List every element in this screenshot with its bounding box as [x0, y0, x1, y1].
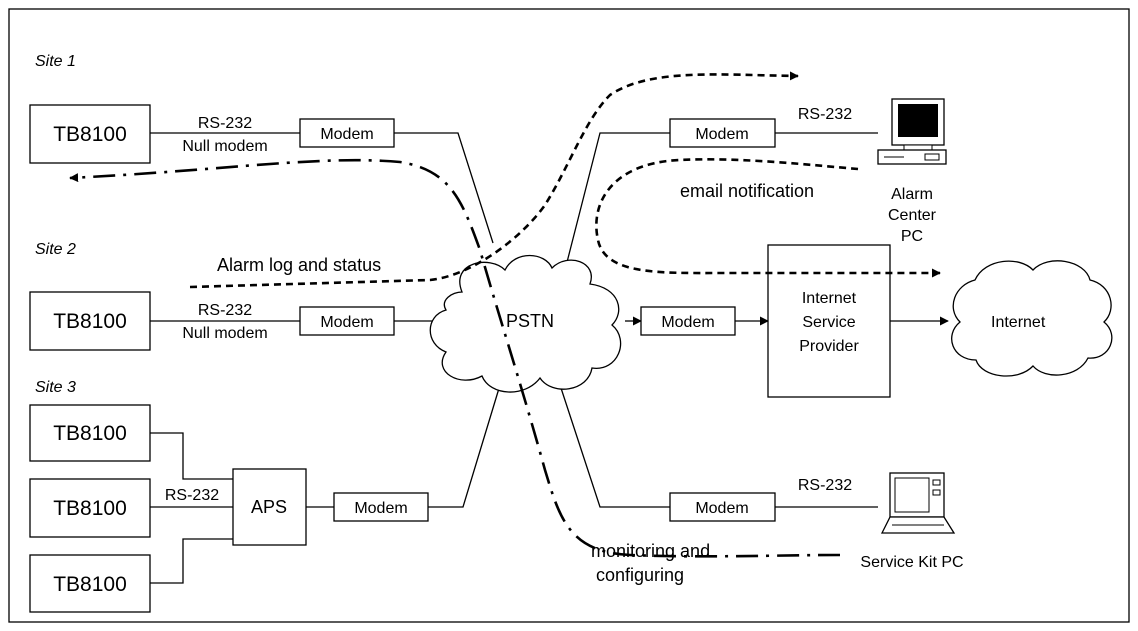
tb8100-label: TB8100: [53, 497, 127, 520]
alarm-log-label: Alarm log and status: [217, 255, 381, 275]
modem-site1: Modem: [299, 118, 395, 148]
service-kit-label: Service Kit PC: [860, 554, 963, 571]
modem-label: Modem: [320, 126, 373, 143]
pstn-cloud: PSTN: [429, 255, 622, 393]
site-1-label: Site 1: [35, 53, 76, 70]
monitoring-label-line1: monitoring and: [591, 541, 710, 561]
modem-label: Modem: [661, 314, 714, 331]
null-modem-label-site1: Null modem: [182, 138, 267, 155]
rs232-label-site2: RS-232: [198, 302, 252, 319]
tb8100-label: TB8100: [53, 123, 127, 146]
rs232-label-service: RS-232: [798, 477, 852, 494]
isp-label-line2: Service: [802, 314, 855, 331]
aps-box: APS: [232, 468, 307, 546]
laptop-computer-icon: [880, 472, 956, 534]
tb8100-label: TB8100: [53, 422, 127, 445]
rs232-label-site1: RS-232: [198, 115, 252, 132]
modem-label: Modem: [695, 500, 748, 517]
email-label: email notification: [680, 181, 814, 201]
alarm-center-label-line1: Alarm: [891, 186, 933, 203]
tb8100-label: TB8100: [53, 573, 127, 596]
modem-label: Modem: [320, 314, 373, 331]
desktop-computer-icon: [877, 98, 947, 165]
modem-site3: Modem: [333, 492, 429, 522]
isp-label-line3: Provider: [799, 338, 859, 355]
tb8100-site3-c: TB8100: [29, 554, 151, 613]
isp-label-line1: Internet: [802, 290, 857, 307]
tb8100-site1: TB8100: [29, 104, 151, 164]
null-modem-label-site2: Null modem: [182, 325, 267, 342]
modem-service-kit: Modem: [669, 492, 776, 522]
email-flow: [595, 158, 941, 278]
isp-box: Internet Service Provider: [767, 244, 891, 398]
modem-site2: Modem: [299, 306, 395, 336]
monitoring-flow: [69, 158, 841, 558]
rs232-label-site3: RS-232: [165, 487, 219, 504]
monitoring-label-line2: configuring: [596, 565, 684, 585]
rs232-label-alarm: RS-232: [798, 106, 852, 123]
pstn-label: PSTN: [506, 311, 554, 331]
alarm-center-label-line2: Center: [888, 207, 937, 224]
internet-cloud: Internet: [951, 260, 1113, 377]
internet-label: Internet: [991, 314, 1046, 331]
cloud-icon: [951, 260, 1113, 377]
site-2-label: Site 2: [35, 241, 76, 258]
tb8100-site3-a: TB8100: [29, 404, 151, 462]
site-3-label: Site 3: [35, 379, 76, 396]
alarm-center-label-line3: PC: [901, 228, 923, 245]
alarm-log-flow: [189, 71, 799, 289]
modem-alarm-center: Modem: [669, 118, 776, 148]
tb8100-label: TB8100: [53, 310, 127, 333]
modem-label: Modem: [354, 500, 407, 517]
modem-isp: Modem: [640, 306, 736, 336]
tb8100-site2: TB8100: [29, 291, 151, 351]
modem-label: Modem: [695, 126, 748, 143]
cloud-icon: [429, 255, 622, 393]
tb8100-site3-b: TB8100: [29, 478, 151, 538]
aps-label: APS: [251, 497, 287, 517]
diagram-frame: [8, 8, 1130, 623]
